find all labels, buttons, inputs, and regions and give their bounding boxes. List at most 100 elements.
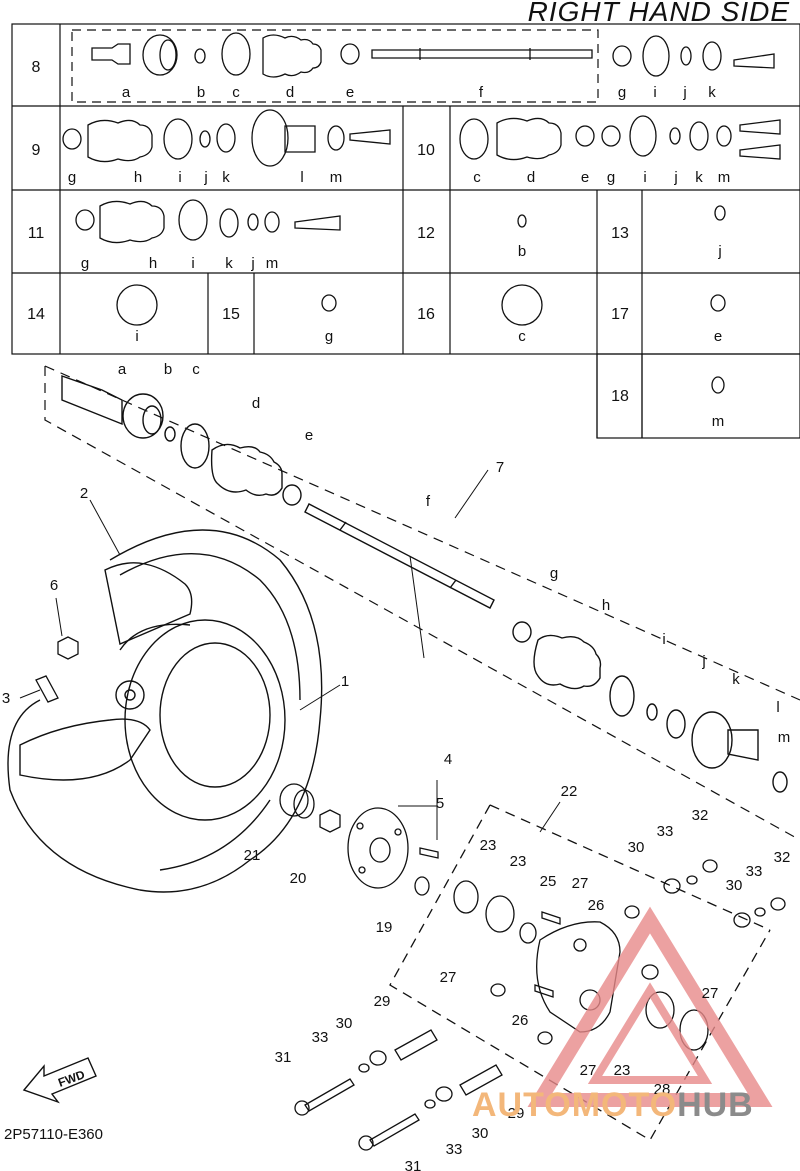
svg-text:k: k <box>225 255 233 272</box>
svg-text:c: c <box>518 328 526 345</box>
watermark-text: AUTOMOTOHUB <box>472 1086 754 1124</box>
svg-text:b: b <box>164 361 172 378</box>
svg-text:b: b <box>197 84 205 101</box>
svg-text:g: g <box>325 328 333 345</box>
row-number: 9 <box>32 142 41 159</box>
row-number: 11 <box>28 225 45 242</box>
svg-text:i: i <box>662 631 665 648</box>
svg-text:i: i <box>653 84 656 101</box>
svg-text:a: a <box>122 84 131 101</box>
svg-text:g: g <box>68 169 76 186</box>
svg-text:k: k <box>732 671 740 688</box>
svg-text:e: e <box>581 169 589 186</box>
table-row-11-letters: g h i k j m <box>81 255 278 272</box>
hub-flange <box>347 807 409 889</box>
svg-text:5: 5 <box>436 795 444 812</box>
driveshaft-boundary <box>44 365 800 841</box>
svg-text:j: j <box>701 653 705 670</box>
svg-text:m: m <box>266 255 279 272</box>
svg-text:j: j <box>250 255 254 272</box>
table-row-8-letters: a b c d e f g i j k <box>122 84 716 101</box>
svg-text:c: c <box>192 361 200 378</box>
svg-text:23: 23 <box>614 1062 631 1079</box>
svg-text:27: 27 <box>702 985 719 1002</box>
svg-text:31: 31 <box>405 1158 422 1171</box>
svg-text:30: 30 <box>628 839 645 856</box>
svg-text:m: m <box>712 413 725 430</box>
svg-text:j: j <box>717 243 721 260</box>
svg-text:j: j <box>682 84 686 101</box>
tire-outline <box>7 529 323 893</box>
svg-text:27: 27 <box>572 875 589 892</box>
svg-text:h: h <box>149 255 157 272</box>
rim <box>124 619 286 821</box>
svg-text:i: i <box>178 169 181 186</box>
row-number: 14 <box>27 306 45 323</box>
svg-text:33: 33 <box>746 863 763 880</box>
svg-text:25: 25 <box>540 873 557 890</box>
svg-text:a: a <box>118 361 127 378</box>
svg-text:g: g <box>81 255 89 272</box>
svg-text:k: k <box>708 84 716 101</box>
svg-text:33: 33 <box>657 823 674 840</box>
svg-text:f: f <box>479 84 484 101</box>
svg-text:26: 26 <box>512 1012 529 1029</box>
svg-text:7: 7 <box>496 459 504 476</box>
svg-text:b: b <box>518 243 526 260</box>
row-number: 12 <box>417 225 435 242</box>
row-number: 10 <box>417 142 435 159</box>
svg-text:28: 28 <box>654 1081 671 1098</box>
kit-table <box>11 23 800 439</box>
svg-text:d: d <box>286 84 294 101</box>
svg-text:32: 32 <box>774 849 791 866</box>
fwd-arrow-icon: FWD <box>22 1057 97 1104</box>
svg-text:c: c <box>473 169 481 186</box>
row-number: 15 <box>222 306 240 323</box>
svg-text:21: 21 <box>244 847 261 864</box>
svg-text:30: 30 <box>726 877 743 894</box>
svg-text:h: h <box>134 169 142 186</box>
svg-text:c: c <box>232 84 240 101</box>
svg-text:i: i <box>643 169 646 186</box>
svg-text:29: 29 <box>508 1105 525 1122</box>
svg-text:k: k <box>222 169 230 186</box>
table-row-numbers: 8 9 10 11 12 13 14 15 16 17 18 <box>27 59 629 405</box>
table-row-9-letters: g h i j k l m <box>68 169 342 186</box>
svg-text:d: d <box>252 395 260 412</box>
svg-text:19: 19 <box>376 919 393 936</box>
svg-text:23: 23 <box>480 837 497 854</box>
svg-text:29: 29 <box>374 993 391 1010</box>
watermark-logo <box>527 906 773 1107</box>
shaft-callouts: a b c d e f g h i j k l m 7 <box>118 361 790 746</box>
svg-text:g: g <box>618 84 626 101</box>
svg-text:f: f <box>426 493 431 510</box>
svg-text:30: 30 <box>336 1015 353 1032</box>
svg-text:h: h <box>602 597 610 614</box>
diagram-code: 2P57110-E360 <box>4 1126 103 1143</box>
svg-text:27: 27 <box>440 969 457 986</box>
svg-text:1: 1 <box>341 673 349 690</box>
svg-text:l: l <box>300 169 303 186</box>
wheel-assembly <box>7 529 323 893</box>
svg-text:d: d <box>527 169 535 186</box>
row-number: 18 <box>611 388 629 405</box>
svg-text:g: g <box>550 565 558 582</box>
svg-text:j: j <box>203 169 207 186</box>
row-number: 8 <box>32 59 41 76</box>
table-row-10-letters: c d e g i j k m <box>473 169 730 186</box>
row-number: 17 <box>611 306 629 323</box>
svg-text:30: 30 <box>472 1125 489 1142</box>
table-single-letters: b j i g c e m <box>135 243 724 430</box>
svg-text:j: j <box>673 169 677 186</box>
svg-text:m: m <box>718 169 731 186</box>
leader-lines <box>19 469 561 840</box>
svg-text:4: 4 <box>444 751 452 768</box>
svg-text:20: 20 <box>290 870 307 887</box>
svg-text:2: 2 <box>80 485 88 502</box>
part-callouts: 1 2 3 4 5 6 19 20 21 22 23 23 25 26 27 2… <box>2 485 791 1171</box>
svg-text:27: 27 <box>580 1062 597 1079</box>
driveshaft-parts <box>61 375 788 793</box>
svg-text:33: 33 <box>446 1141 463 1158</box>
svg-text:e: e <box>305 427 313 444</box>
